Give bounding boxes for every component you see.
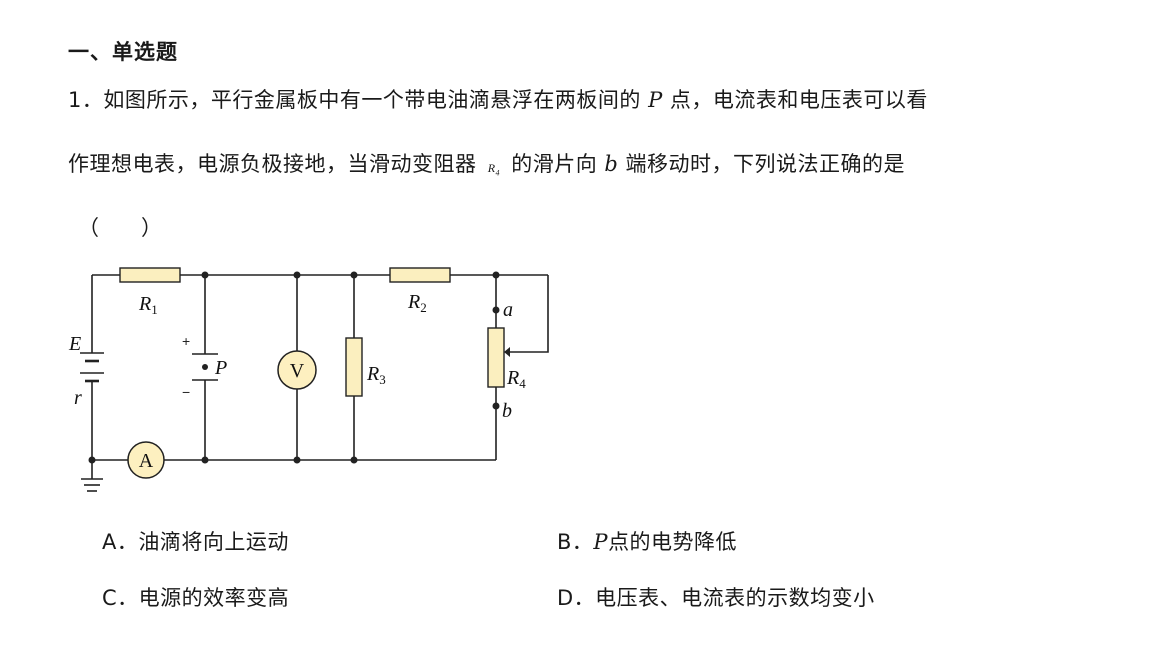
question-text-1b: 点，电流表和电压表可以看 [662,88,928,112]
option-b-text: 点的电势降低 [608,530,738,554]
question-text-2b: 的滑片向 [504,152,605,176]
wires [81,274,549,492]
r4-symbol: R4 [487,161,501,178]
question-line-2: 作理想电表，电源负极接地，当滑动变阻器 R4 的滑片向 b 端移动时，下列说法正… [68,148,905,178]
label-a: a [503,299,513,321]
option-a-letter: A． [102,530,139,554]
option-c-letter: C． [102,586,139,610]
option-a-text: 油滴将向上运动 [138,530,289,554]
option-c-text: 电源的效率变高 [138,586,290,610]
option-d-letter: D． [557,586,596,610]
option-b-letter: B． [557,530,594,554]
question-line-1: 1．如图所示，平行金属板中有一个带电油滴悬浮在两板间的 P 点，电流表和电压表可… [68,84,928,114]
option-b[interactable]: B．P点的电势降低 [557,526,737,556]
option-c[interactable]: C．电源的效率变高 [102,582,289,612]
rheostat-r4 [487,327,505,388]
ammeter-label: A [139,450,154,472]
label-e: E [68,333,81,355]
label-p: P [214,357,227,379]
option-d[interactable]: D．电压表、电流表的示数均变小 [557,582,875,612]
option-b-var: P [593,530,609,554]
section-heading: 一、单选题 [68,40,178,64]
point-p-var: P [648,88,663,112]
question-number: 1． [68,88,104,112]
question-text-2c: 端移动时，下列说法正确的是 [618,152,906,176]
option-a[interactable]: A．油滴将向上运动 [102,526,289,556]
option-d-text: 电压表、电流表的示数均变小 [595,586,875,610]
label-b: b [502,400,512,422]
label-minus: − [182,384,190,400]
label-r3: R3 [366,363,386,387]
resistor-r3 [345,337,363,397]
answer-bracket: （ ） [78,216,162,240]
resistor-r1 [119,267,181,283]
label-r2: R2 [407,291,427,315]
voltmeter-icon [277,350,317,390]
voltmeter-label: V [290,360,305,382]
label-r: r [74,387,82,409]
question-text-2a: 作理想电表，电源负极接地，当滑动变阻器 [68,152,484,176]
ammeter-icon [127,441,165,479]
battery [80,352,104,383]
slider-arrowhead [504,347,510,357]
label-r1: R1 [138,293,158,317]
label-r4: R4 [506,367,526,391]
circuit-diagram: R1 R2 R3 R4 E r P a b + − V A [68,267,549,492]
end-b-var: b [604,152,619,176]
question-text-1a: 如图所示，平行金属板中有一个带电油滴悬浮在两板间的 [103,88,649,112]
junction-dots [88,271,500,464]
label-plus: + [182,333,190,349]
resistor-r2 [389,267,451,283]
